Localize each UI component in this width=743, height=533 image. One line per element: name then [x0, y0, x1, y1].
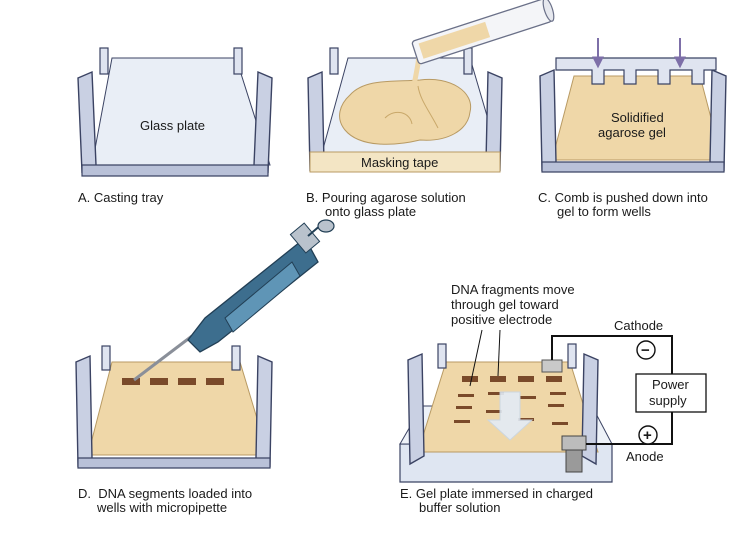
anode-wire [586, 412, 673, 445]
tray-base [77, 457, 271, 469]
caption-a: A. Casting tray [78, 190, 164, 205]
minus-terminal [636, 340, 656, 360]
well [150, 378, 168, 385]
glass-plate [91, 57, 271, 166]
anode-label: Anode [626, 449, 664, 464]
tray-base [81, 164, 269, 177]
tray-right-tab [231, 345, 241, 371]
agarose-puddle [339, 78, 472, 145]
dna-note-line3: positive electrode [451, 312, 552, 327]
anode-electrode [561, 435, 587, 473]
well [122, 378, 140, 385]
well [178, 378, 196, 385]
tray-right-wall [255, 354, 273, 468]
cathode-label: Cathode [614, 318, 663, 333]
caption-d-line1: D. DNA segments loaded into [78, 486, 253, 501]
micropipette [133, 219, 335, 382]
caption-c-line1: C. Comb is pushed down into [538, 190, 708, 205]
tray-left-tab [101, 345, 111, 371]
caption-c-line2: gel to form wells [557, 204, 651, 219]
well [206, 378, 224, 385]
caption-b-line2: onto glass plate [325, 204, 417, 219]
panel-b-pouring: Masking tape [307, 0, 555, 173]
tray-left-wall [407, 352, 425, 466]
tray-right-tab [233, 47, 243, 75]
cathode-electrode [541, 359, 563, 373]
tray-right-tab [463, 47, 473, 75]
gel-label-line2: agarose gel [598, 125, 666, 140]
panel-a-casting-tray: Glass plate [77, 47, 273, 177]
tray-left-tab [329, 47, 339, 75]
dna-bands [454, 376, 568, 425]
cathode-wire [551, 335, 673, 374]
power-supply-box [635, 373, 707, 413]
note-leader-2 [497, 329, 501, 377]
tray-right-tab [567, 343, 577, 369]
panel-c-comb: Solidified agarose gel [539, 38, 727, 173]
tray-left-wall [77, 70, 97, 174]
tray-right-wall [709, 68, 727, 172]
plus-terminal [638, 425, 658, 445]
agarose-swirl [384, 85, 439, 129]
tray-left-wall [539, 68, 557, 172]
masking-tape [309, 151, 501, 173]
power-supply-label-line2: supply [649, 393, 687, 408]
panel-d-loading [75, 219, 335, 469]
plus-symbol: + [643, 427, 652, 444]
gel-slab [87, 361, 269, 456]
caption-e-line2: buffer solution [419, 500, 501, 515]
gel-label-line1: Solidified [611, 110, 664, 125]
tray-right-wall [253, 70, 273, 174]
tray-left-tab [437, 343, 447, 369]
plunger-button [317, 219, 335, 233]
pipette-tip [133, 334, 193, 382]
note-leader-1 [469, 329, 483, 387]
caption-e-line1: E. Gel plate immersed in charged [400, 486, 593, 501]
power-supply-label-line1: Power [652, 377, 690, 392]
minus-symbol: − [641, 342, 650, 359]
tray-base [541, 161, 725, 173]
caption-d-line2: wells with micropipette [97, 500, 228, 515]
glass-plate-label: Glass plate [140, 118, 205, 133]
caption-b-line1: B. Pouring agarose solution [306, 190, 466, 205]
beaker [411, 0, 555, 65]
dna-note-line1: DNA fragments move [451, 282, 575, 297]
masking-tape-label: Masking tape [361, 155, 438, 170]
panel-e-electrophoresis: Power supply − + Cathode Anode DNA fragm… [399, 282, 707, 483]
migration-arrow [486, 391, 534, 441]
pipette-grip [224, 261, 301, 333]
tray-left-wall [75, 354, 93, 468]
dna-note-line2: through gel toward [451, 297, 559, 312]
tray-left-tab [99, 47, 109, 75]
